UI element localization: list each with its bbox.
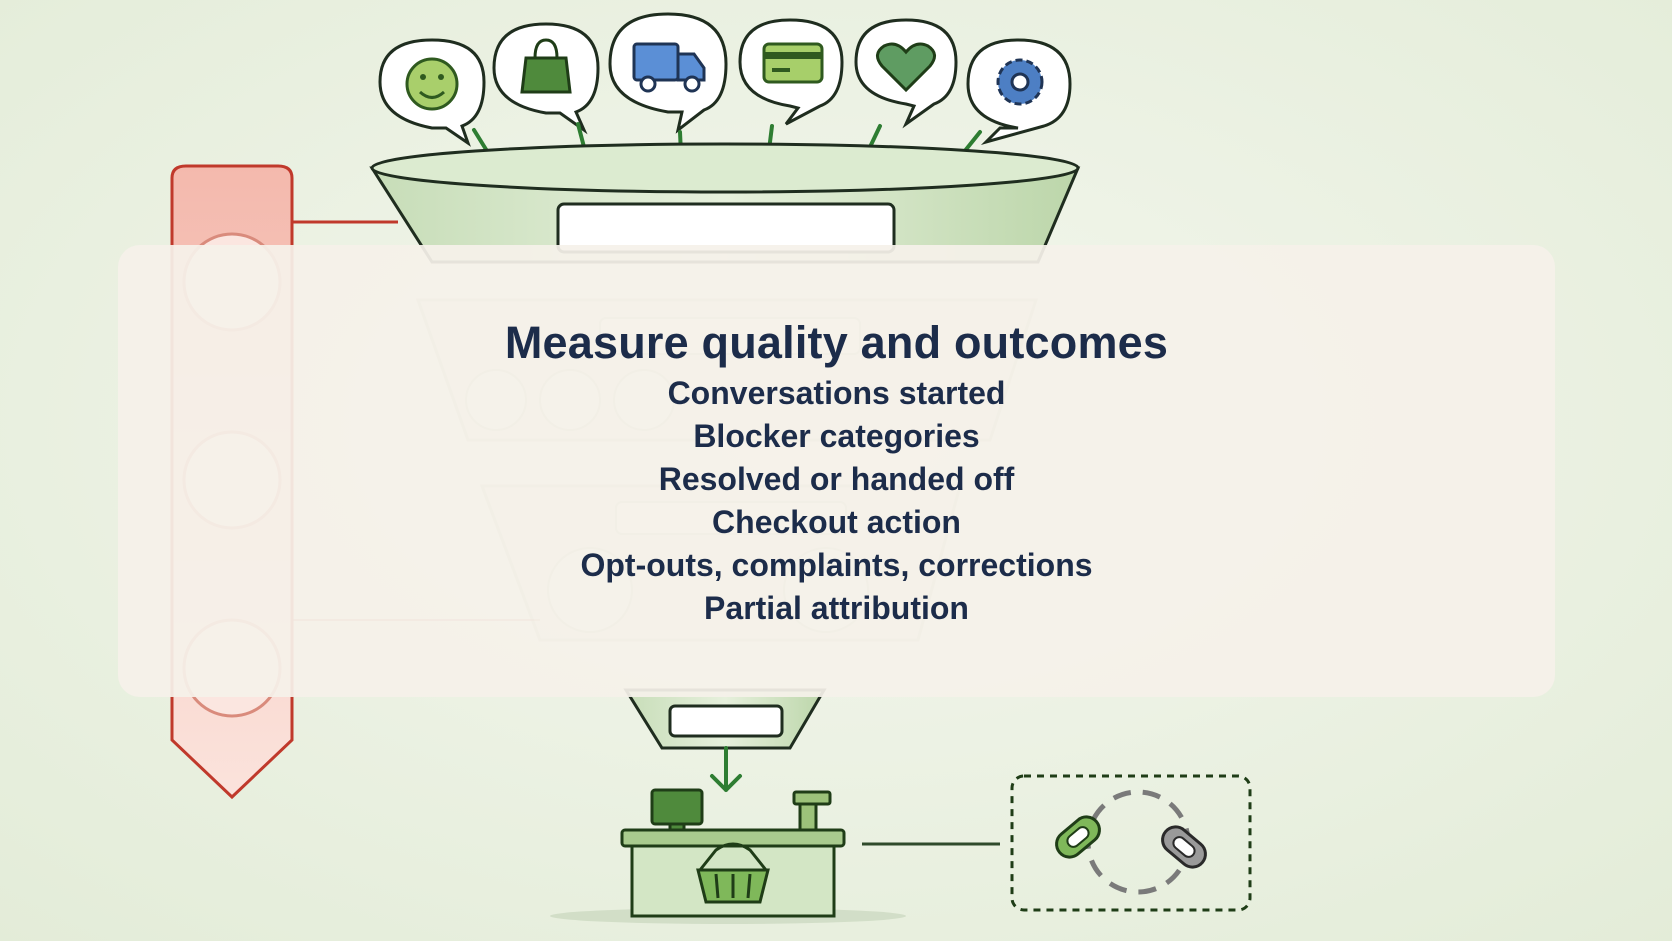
spout-label-box — [668, 704, 784, 738]
smiley-icon — [405, 57, 459, 111]
bag-bubble — [492, 22, 600, 135]
gear-icon — [996, 58, 1044, 106]
metric-item: Partial attribution — [704, 590, 969, 626]
attribution-box — [1010, 774, 1252, 912]
delivery-truck-icon — [632, 42, 706, 93]
main-funnel — [369, 142, 1081, 264]
metric-item: Conversations started — [667, 375, 1006, 411]
gear-bubble — [966, 38, 1072, 145]
card-bubble — [738, 18, 844, 126]
metric-item: Blocker categories — [693, 418, 980, 454]
down-arrow-icon — [710, 746, 742, 792]
funnel-spout — [623, 688, 827, 792]
shopping-basket-icon — [696, 842, 770, 904]
panel-title: Measure quality and outcomes — [504, 317, 1169, 368]
metric-item: Checkout action — [712, 504, 961, 540]
heart-icon — [876, 42, 936, 93]
shopping-bag-icon — [520, 38, 572, 94]
truck-bubble — [608, 12, 728, 134]
smiley-bubble — [378, 38, 486, 147]
metrics-overlay-panel: Measure quality and outcomes Conversatio… — [118, 245, 1555, 697]
heart-bubble — [854, 18, 958, 129]
checkout-counter — [550, 788, 1000, 924]
metric-item: Opt-outs, complaints, corrections — [580, 547, 1093, 583]
metric-item: Resolved or handed off — [658, 461, 1015, 497]
credit-card-icon — [762, 42, 824, 84]
input-bubbles — [378, 12, 1072, 147]
metrics-list: Conversations started Blocker categories… — [118, 372, 1555, 630]
broken-link-icon — [1055, 815, 1207, 869]
